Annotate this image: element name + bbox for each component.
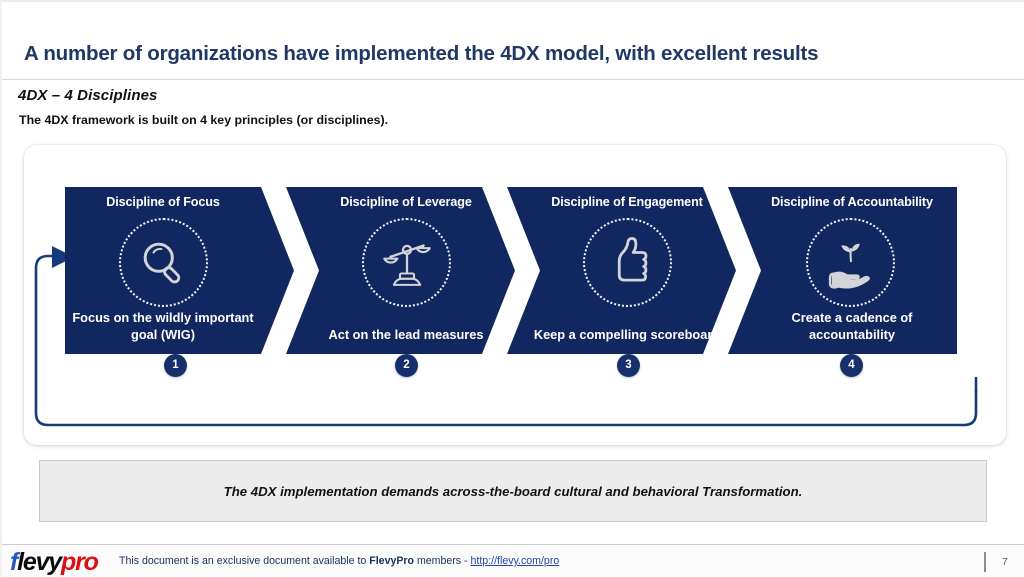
discipline-icon-wrap (806, 218, 895, 307)
footer-note-brand: FlevyPro (369, 555, 415, 567)
discipline-icon-wrap (583, 218, 672, 307)
discipline-heading: Discipline of Leverage (340, 195, 472, 209)
hand-sprout-icon (828, 243, 870, 289)
page-number: 7 (1002, 556, 1008, 568)
logo-levy: levy (17, 548, 62, 576)
dotted-ring (119, 218, 208, 307)
discipline-heading: Discipline of Accountability (771, 195, 933, 209)
section-description: The 4DX framework is built on 4 key prin… (19, 113, 389, 127)
discipline-caption: Create a cadence of accountability (791, 310, 913, 342)
footer-bar: flevypro This document is an exclusive d… (2, 544, 1024, 577)
flevypro-logo: flevypro (10, 548, 99, 576)
discipline-icon-wrap (119, 218, 208, 307)
callout-text: The 4DX implementation demands across-th… (223, 483, 803, 499)
discipline-chevron-leverage[interactable]: Discipline of Leverage Act on the lead m… (286, 187, 515, 354)
thumbs-up-icon (617, 236, 647, 282)
discipline-caption: Keep a compelling scoreboard (533, 326, 721, 342)
chevron-sequence: Discipline of Focus Focus on the wildly … (65, 187, 965, 357)
discipline-caption: Focus on the wildly important goal (WIG) (72, 310, 254, 342)
footer-note-middle: members - (414, 555, 471, 567)
flevypro-link[interactable]: http://flevy.com/pro (470, 555, 560, 567)
discipline-chevron-accountability[interactable]: Discipline of Accountability Create a ca… (728, 187, 957, 354)
step-number-badge-2: 2 (395, 354, 418, 377)
page-title: A number of organizations have implement… (24, 42, 819, 65)
discipline-chevron-focus[interactable]: Discipline of Focus Focus on the wildly … (65, 187, 294, 354)
discipline-heading: Discipline of Focus (106, 195, 220, 209)
dotted-ring (362, 218, 451, 307)
step-number-badge-3: 3 (617, 354, 640, 377)
discipline-heading: Discipline of Engagement (551, 195, 703, 209)
logo-pro: pro (61, 548, 99, 576)
step-number-badge-1: 1 (164, 354, 187, 377)
callout-box: The 4DX implementation demands across-th… (39, 460, 987, 522)
dotted-ring (583, 218, 672, 307)
section-heading: 4DX – 4 Disciplines (18, 87, 158, 104)
footer-note: This document is an exclusive document a… (119, 555, 559, 567)
footer-divider (984, 552, 986, 572)
discipline-icon-wrap (362, 218, 451, 307)
discipline-chevron-engagement[interactable]: Discipline of Engagement Keep a compelli… (507, 187, 736, 354)
balance-scale-icon (382, 243, 431, 286)
dotted-ring (806, 218, 895, 307)
magnifying-glass-icon (143, 242, 180, 283)
step-number-badge-4: 4 (840, 354, 863, 377)
discipline-caption: Act on the lead measures (328, 326, 484, 342)
footer-note-prefix: This document is an exclusive document a… (119, 555, 370, 567)
logo-f: f (10, 548, 18, 576)
title-bar: A number of organizations have implement… (2, 4, 1024, 80)
